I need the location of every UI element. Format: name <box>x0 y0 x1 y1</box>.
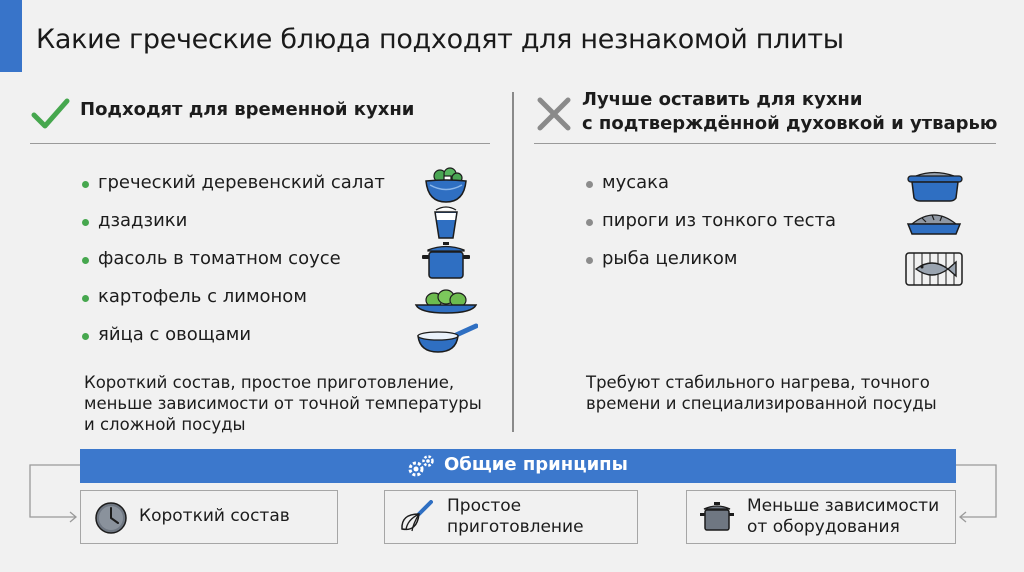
principle-text: Короткий состав <box>139 506 290 526</box>
left-connector-arrow <box>29 464 80 523</box>
list-item-label: рыба целиком <box>602 248 738 269</box>
list-item: мусака <box>534 166 996 204</box>
list-item-label: дзадзики <box>98 210 188 231</box>
bullet-icon <box>82 257 89 264</box>
principle-box-short-recipe: Короткий состав <box>80 490 338 544</box>
principles-bar: Общие принципы <box>80 449 956 483</box>
frying-pan-icon <box>417 323 478 353</box>
casserole-dish-icon <box>907 171 963 202</box>
bullet-icon <box>586 181 593 188</box>
principle-text: Простое приготовление <box>447 496 584 537</box>
bullet-icon <box>82 295 89 302</box>
principle-box-less-equipment: Меньше зависимости от оборудования <box>686 490 956 544</box>
principles-title: Общие принципы <box>444 454 628 475</box>
bullet-icon <box>82 219 89 226</box>
cooking-pot-icon <box>422 242 470 279</box>
cross-icon <box>537 97 571 131</box>
checkmark-icon <box>31 98 70 129</box>
list-item-label: картофель с лимоном <box>98 286 307 307</box>
list-item: дзадзики <box>30 204 490 242</box>
bullet-icon <box>82 181 89 188</box>
list-item: яйца с овощами <box>30 318 490 356</box>
list-item-label: яйца с овощами <box>98 324 252 345</box>
right-connector-arrow <box>956 464 997 523</box>
salad-bowl-icon <box>425 167 467 203</box>
whisk-icon <box>401 500 433 532</box>
list-item: рыба целиком <box>534 242 996 286</box>
clock-icon <box>95 502 127 534</box>
unsuitable-heading: Лучше оставить для кухни с подтверждённо… <box>582 89 998 134</box>
list-item-label: фасоль в томатном соусе <box>98 248 341 269</box>
bullet-icon <box>586 257 593 264</box>
yogurt-cup-icon <box>434 206 458 239</box>
unsuitable-note: Требуют стабильного нагрева, точного вре… <box>586 373 937 413</box>
bullet-icon <box>586 219 593 226</box>
list-item-label: греческий деревенский салат <box>98 172 385 193</box>
principle-text: Меньше зависимости от оборудования <box>747 496 940 537</box>
list-item: греческий деревенский салат <box>30 166 490 204</box>
list-item-label: пироги из тонкого теста <box>602 210 837 231</box>
fish-grill-icon <box>905 252 963 286</box>
bullet-icon <box>82 333 89 340</box>
list-item: фасоль в томатном соусе <box>30 242 490 280</box>
suitable-header: Подходят для временной кухни <box>30 88 490 144</box>
principle-box-simple-cooking: Простое приготовление <box>384 490 638 544</box>
suitable-note: Короткий состав, простое приготовление, … <box>84 373 482 434</box>
list-item-label: мусака <box>602 172 670 193</box>
list-item: пироги из тонкого теста <box>534 204 996 242</box>
pie-icon <box>906 214 962 235</box>
suitable-heading: Подходят для временной кухни <box>80 99 415 120</box>
unsuitable-header: Лучше оставить для кухни с подтверждённо… <box>534 88 998 144</box>
potatoes-plate-icon <box>414 289 478 314</box>
pot-icon <box>700 502 734 531</box>
gears-icon <box>408 455 434 477</box>
accent-bar <box>0 0 22 72</box>
column-divider <box>512 92 514 432</box>
list-item: картофель с лимоном <box>30 280 490 318</box>
page-title: Какие греческие блюда подходят для незна… <box>36 24 844 55</box>
